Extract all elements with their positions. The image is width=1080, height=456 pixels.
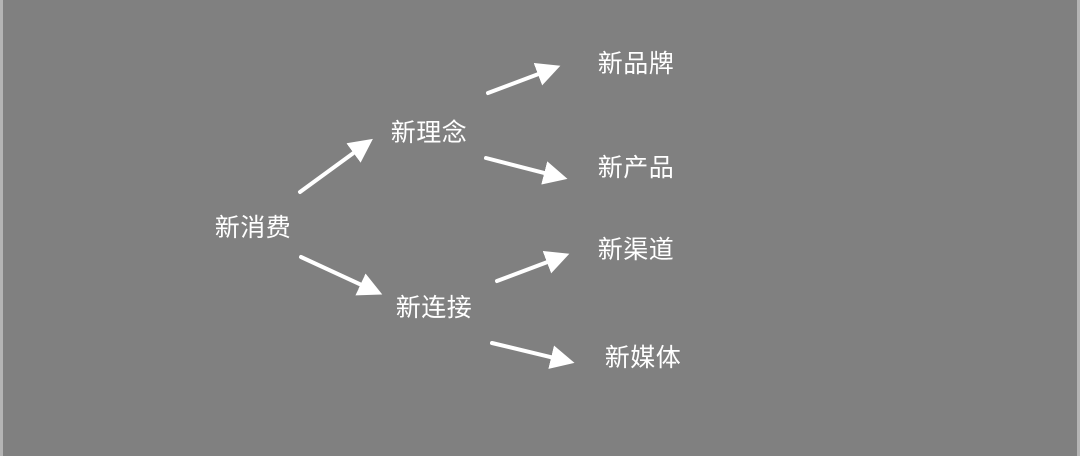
arrow-connection-to-media-icon xyxy=(490,341,575,369)
arrow-connection-to-channel-icon xyxy=(495,250,570,283)
arrow-concept-to-brand-icon xyxy=(486,62,561,95)
arrow-root-to-connection-icon xyxy=(299,255,383,296)
node-new-media: 新媒体 xyxy=(604,343,682,372)
node-new-connection: 新连接 xyxy=(395,293,473,322)
node-new-product: 新产品 xyxy=(597,153,675,182)
node-new-concept: 新理念 xyxy=(390,118,468,147)
arrows-layer xyxy=(298,62,575,369)
node-new-brand: 新品牌 xyxy=(597,49,675,78)
arrow-root-to-concept-icon xyxy=(298,138,373,194)
arrow-concept-to-product-icon xyxy=(484,156,568,185)
node-new-channel: 新渠道 xyxy=(597,235,675,264)
node-root-new-consumption: 新消费 xyxy=(214,213,292,242)
